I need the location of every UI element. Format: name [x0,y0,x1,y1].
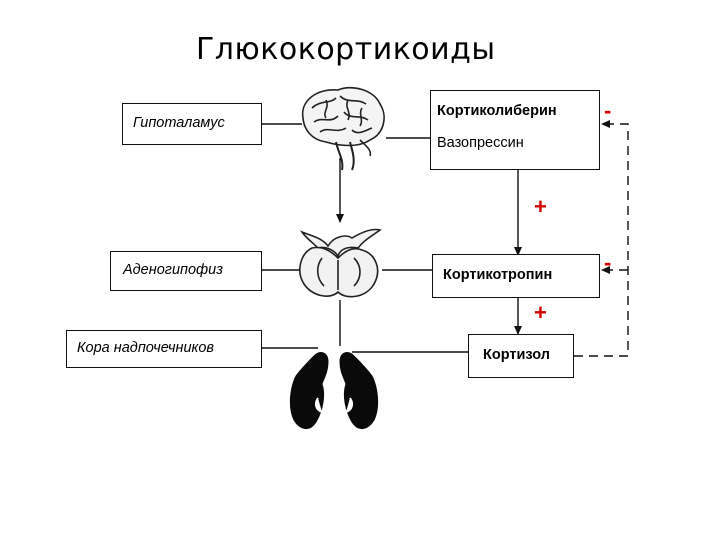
corticotropin-box: Кортикотропин [432,254,600,298]
minus-sign-inhibition-2: - [604,250,612,275]
vasopressin-label: Вазопрессин [437,135,524,151]
cortisol-box: Кортизол [468,334,574,378]
pituitary-icon [299,228,382,298]
minus-sign-inhibition-1: - [604,98,612,123]
corticoliberin-box: Кортиколиберин Вазопрессин [430,90,600,170]
adrenal-cortex-label: Кора надпочечников [77,340,214,356]
hypothalamus-label: Гипоталамус [133,115,225,131]
hypothalamus-box: Гипоталамус [122,103,262,145]
adenohypophysis-label: Аденогипофиз [123,262,223,278]
adrenal-cortex-box: Кора надпочечников [66,330,262,368]
corticotropin-label: Кортикотропин [443,267,553,283]
plus-sign-stimulation-2: + [534,300,547,325]
cortisol-label: Кортизол [483,347,550,363]
adenohypophysis-box: Аденогипофиз [110,251,262,291]
slide-title: Глюкокортикоиды [196,32,496,67]
corticoliberin-label: Кортиколиберин [437,103,557,119]
brain-icon [302,86,385,171]
adrenal-kidney-icon [289,352,379,429]
plus-sign-stimulation-1: + [534,194,547,219]
feedback-loop-dashed [574,120,629,357]
